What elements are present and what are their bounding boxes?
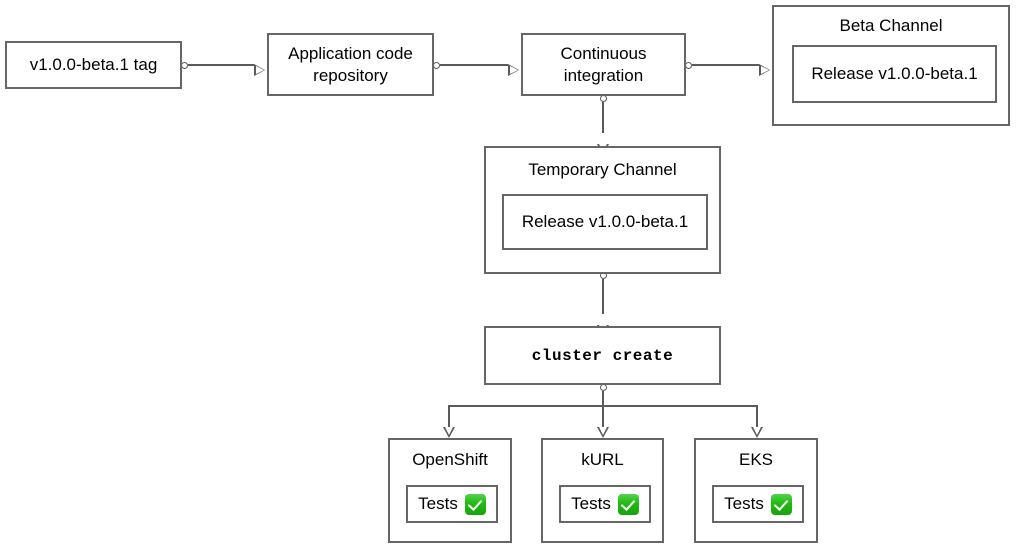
edge-source-dot-ci-beta bbox=[685, 61, 692, 69]
node-beta-channel-title: Beta Channel bbox=[839, 16, 943, 35]
edge-arrowhead-cluster-eks bbox=[751, 427, 763, 438]
green-check-icon bbox=[617, 493, 639, 515]
node-kurl[interactable]: kURL Tests bbox=[541, 438, 664, 543]
node-continuous-integration-label: Continuous integration bbox=[560, 44, 647, 85]
node-eks[interactable]: EKS Tests bbox=[694, 438, 818, 543]
node-continuous-integration[interactable]: Continuous integration bbox=[521, 33, 686, 96]
node-kurl-tests[interactable]: Tests bbox=[559, 485, 651, 523]
green-check-icon bbox=[464, 493, 486, 515]
edge-arrowhead-cluster-openshift bbox=[443, 427, 455, 438]
node-temporary-channel-title: Temporary Channel bbox=[528, 160, 677, 179]
node-tag-label: v1.0.0-beta.1 tag bbox=[29, 55, 158, 75]
edge-arrowhead-ci-beta bbox=[759, 64, 770, 76]
node-temporary-channel-release-label: Release v1.0.0-beta.1 bbox=[521, 212, 689, 232]
node-beta-channel-release-label: Release v1.0.0-beta.1 bbox=[811, 64, 978, 84]
node-eks-title: EKS bbox=[738, 450, 774, 469]
node-tag[interactable]: v1.0.0-beta.1 tag bbox=[5, 41, 182, 89]
node-cluster-create-label: cluster create bbox=[531, 346, 674, 365]
edge-line-tag-repository bbox=[188, 64, 254, 66]
green-check-icon bbox=[770, 493, 792, 515]
edge-source-dot-ci-temporary bbox=[599, 95, 607, 102]
node-temporary-channel-release[interactable]: Release v1.0.0-beta.1 bbox=[502, 194, 708, 250]
edge-arrowhead-repository-ci bbox=[508, 64, 519, 76]
edge-branch-stem bbox=[602, 391, 604, 405]
edge-source-dot-cluster-branch bbox=[599, 384, 607, 391]
edge-source-dot-tag-repository bbox=[181, 61, 188, 69]
node-openshift-title: OpenShift bbox=[412, 450, 488, 469]
node-openshift-tests[interactable]: Tests bbox=[406, 485, 498, 523]
node-cluster-create[interactable]: cluster create bbox=[484, 326, 721, 385]
node-openshift[interactable]: OpenShift Tests bbox=[388, 438, 512, 543]
node-repository-label: Application code repository bbox=[288, 44, 413, 85]
node-beta-channel[interactable]: Beta Channel Release v1.0.0-beta.1 bbox=[772, 5, 1010, 126]
edge-line-repository-ci bbox=[440, 64, 508, 66]
edge-line-ci-beta bbox=[692, 64, 759, 66]
edge-arrowhead-tag-repository bbox=[254, 64, 265, 76]
edge-branch-drop-kurl bbox=[602, 405, 604, 427]
node-temporary-channel[interactable]: Temporary Channel Release v1.0.0-beta.1 bbox=[484, 146, 721, 274]
edge-arrowhead-cluster-kurl bbox=[597, 427, 609, 438]
node-kurl-title: kURL bbox=[581, 450, 624, 469]
node-beta-channel-release[interactable]: Release v1.0.0-beta.1 bbox=[792, 45, 997, 103]
node-kurl-tests-label: Tests bbox=[571, 494, 611, 514]
edge-branch-drop-eks bbox=[756, 405, 758, 427]
node-openshift-tests-label: Tests bbox=[418, 494, 458, 514]
node-repository[interactable]: Application code repository bbox=[267, 33, 434, 96]
node-eks-tests-label: Tests bbox=[724, 494, 764, 514]
edge-line-ci-temporary bbox=[602, 102, 604, 133]
edge-line-temporary-cluster bbox=[602, 279, 604, 314]
node-eks-tests[interactable]: Tests bbox=[712, 485, 804, 523]
edge-branch-drop-openshift bbox=[448, 405, 450, 427]
edge-source-dot-repository-ci bbox=[433, 61, 440, 69]
